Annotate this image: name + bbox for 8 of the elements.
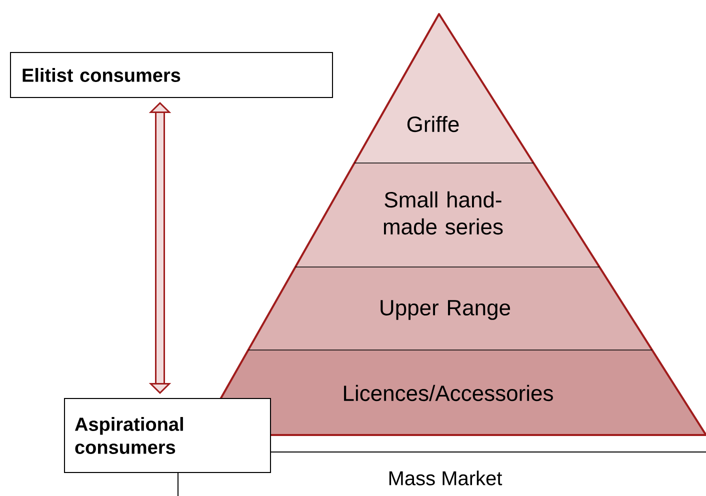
pyramid-band: Small hand-made series <box>295 163 600 267</box>
pyramid-band: Griffe <box>354 14 534 163</box>
text-box: Elitist consumers <box>10 52 333 98</box>
pyramid-band: Licences/Accessories <box>200 350 706 435</box>
market-label: Mass Market <box>389 470 502 486</box>
text-box: Aspirational consumers <box>64 398 271 473</box>
double-arrow <box>148 102 172 394</box>
pyramid-band: Upper Range <box>248 267 652 350</box>
